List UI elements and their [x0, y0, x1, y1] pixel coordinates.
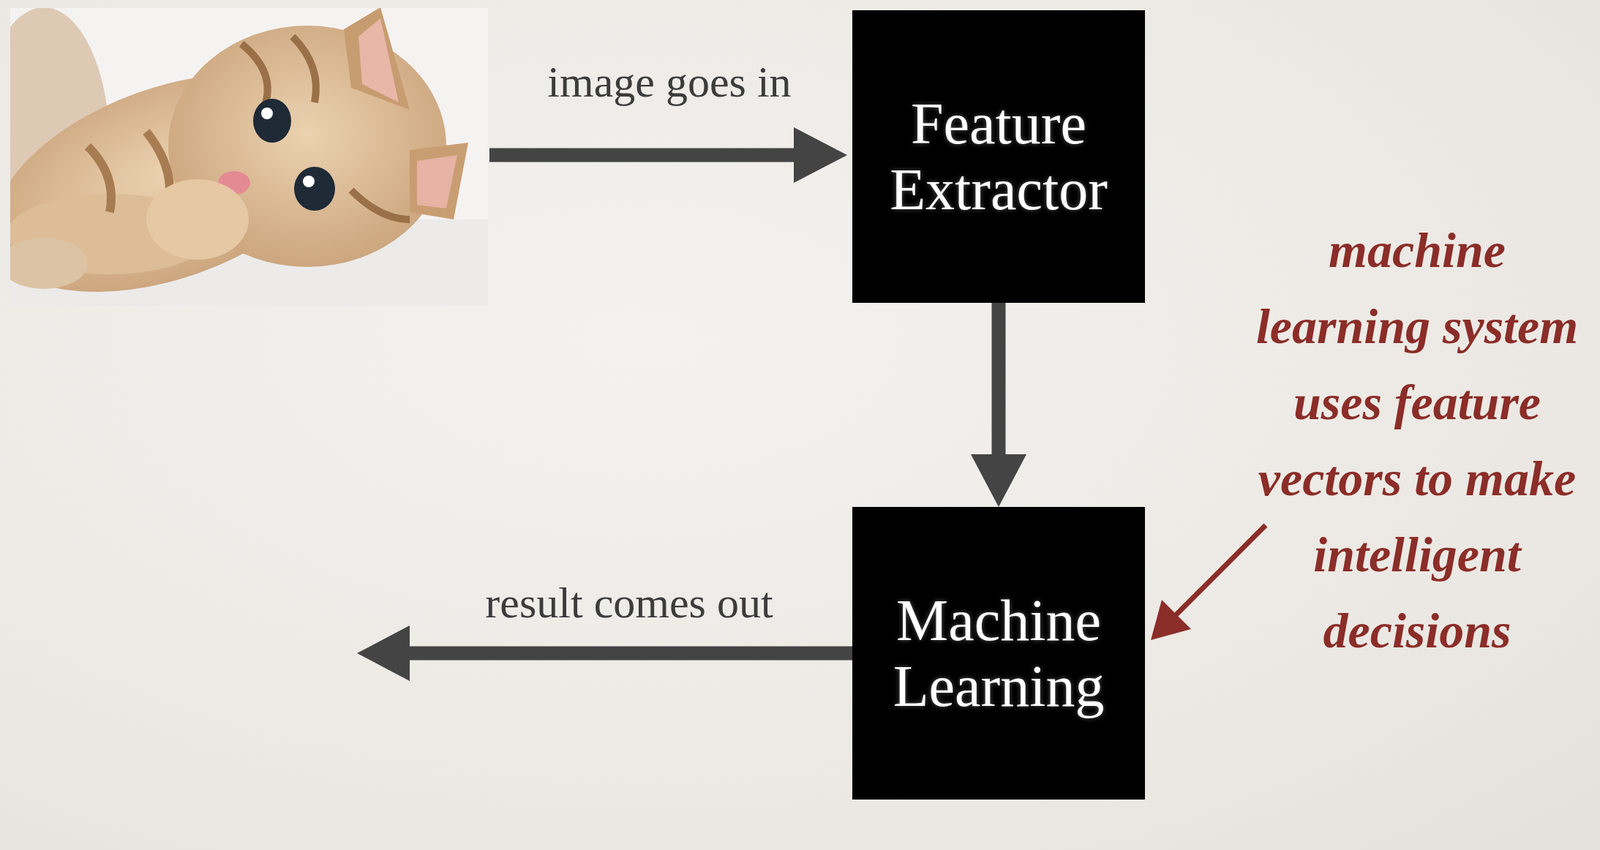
process-box: Machine Learning: [852, 506, 1145, 800]
input-arrow: [489, 127, 848, 183]
kitten-photo: [10, 8, 488, 306]
box-title: Machine Learning: [866, 587, 1131, 720]
arrow-label: image goes in: [512, 57, 827, 108]
callout-leader: [1150, 525, 1266, 641]
arrow-label: result comes out: [438, 577, 820, 629]
process-box: Feature Extractor: [852, 10, 1145, 303]
output-arrow: [357, 625, 853, 682]
box-title: Feature Extractor: [866, 90, 1131, 224]
callout-note: machine learning system uses feature vec…: [1252, 212, 1582, 669]
flow-arrow: [970, 302, 1027, 507]
